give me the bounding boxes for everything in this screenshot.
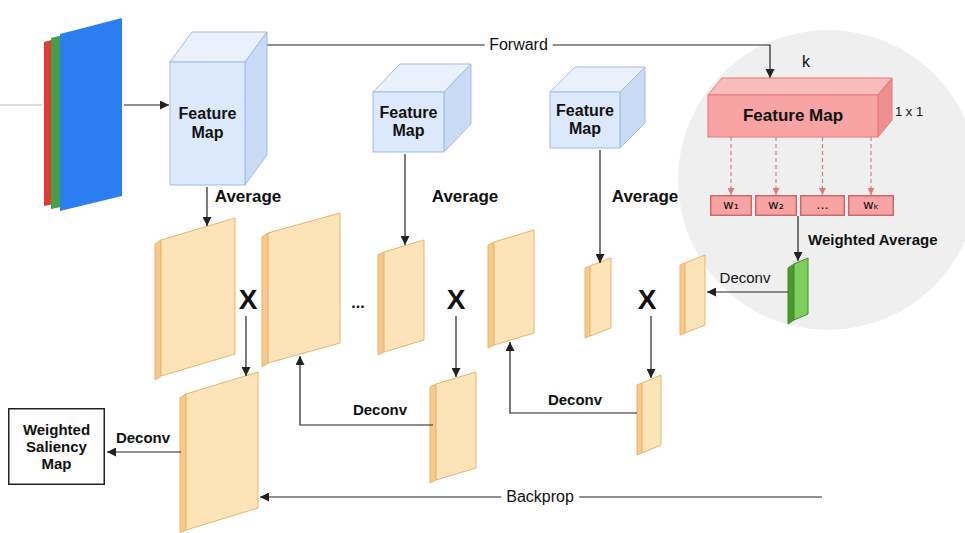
step-label: Average (612, 188, 678, 207)
orange-slabs (155, 213, 705, 533)
weight-box-outline (756, 196, 797, 216)
slab (186, 372, 258, 530)
weight-box-outline (801, 196, 845, 216)
weight-box: wₖ (848, 195, 894, 216)
step-label: Deconv (353, 402, 407, 419)
input-line (0, 104, 42, 105)
arrow (599, 150, 600, 263)
dimension-label: 1 x 1 (895, 105, 923, 119)
node-text: ... (803, 198, 842, 213)
dashed-connector (775, 137, 776, 195)
feature-map-cube: Feature Map (373, 64, 471, 152)
slab-side (637, 383, 642, 455)
slab (384, 240, 424, 352)
arrow (107, 451, 181, 452)
feature-map-cube: Feature Map (550, 67, 645, 148)
slab-side (262, 233, 268, 367)
green-slab (794, 258, 808, 320)
slab-side (430, 384, 436, 483)
slab-side (180, 394, 186, 533)
node-label: w₁ (713, 198, 749, 213)
node-label: Feature Map (714, 106, 872, 126)
slab-side (378, 252, 384, 355)
dashed-connector (870, 137, 871, 195)
slab (436, 372, 476, 480)
feature-map-cube: Feature Map (170, 32, 267, 185)
node-text: Feature Map (176, 105, 239, 142)
weight-box: ... (800, 195, 845, 216)
step-label: Backprop (501, 488, 579, 506)
node-text: wₖ (851, 198, 891, 213)
green-slab-side (788, 264, 794, 324)
step-label: Deconv (548, 392, 602, 409)
weight-box-outline (849, 196, 894, 216)
cube-side (620, 67, 645, 148)
cube-side (245, 32, 267, 185)
node-text: Feature Map (714, 106, 872, 126)
step-label: Deconv (116, 430, 170, 447)
arrow (404, 154, 405, 245)
dashed-connector (730, 137, 731, 195)
node-label: ... (803, 198, 842, 213)
ellipsis: ... (351, 294, 364, 312)
arrows (107, 150, 822, 497)
arrow (124, 104, 169, 105)
cube-side (444, 64, 471, 152)
feature-map-cube: Feature Map (708, 78, 892, 137)
step-label: Average (215, 188, 281, 207)
weight-box: w₂ (755, 195, 797, 216)
node-text: Feature Map (556, 102, 614, 139)
slab-side (585, 266, 590, 338)
step-label: Weighted Average (808, 232, 937, 249)
slab (642, 375, 661, 453)
dashed-connector (822, 137, 823, 195)
slab (268, 213, 340, 363)
output-box: Weighted Saliency Map (8, 408, 105, 485)
multiply-sign: X (239, 285, 258, 316)
step-label: Deconv (720, 270, 771, 287)
dimension-label: k (802, 53, 810, 71)
node-text: w₁ (713, 198, 749, 213)
slab (590, 258, 611, 336)
cube-side (878, 78, 892, 137)
slab (161, 218, 235, 376)
blue-channel (60, 18, 122, 211)
weight-box-outline (711, 196, 752, 216)
step-label: Average (432, 188, 498, 207)
cube-front (373, 92, 444, 152)
node-label: w₂ (758, 198, 794, 213)
arrow (245, 316, 246, 376)
multiply-sign: X (447, 285, 466, 316)
edge-label: Forward (484, 36, 553, 54)
weight-box: w₁ (710, 195, 752, 216)
arrow (300, 356, 433, 425)
arrow (650, 316, 651, 378)
arrow (510, 342, 637, 413)
slab-side (680, 263, 685, 335)
cube-top (708, 78, 892, 95)
arrow (797, 216, 798, 261)
slab-side (155, 240, 161, 380)
slab-side (488, 242, 494, 348)
node-text: Feature Map (379, 104, 438, 141)
cube-front (170, 62, 245, 185)
slab (685, 255, 705, 333)
multiply-sign: X (638, 285, 657, 316)
node-text: Weighted Saliency Map (14, 421, 99, 473)
node-label: Weighted Saliency Map (14, 421, 99, 473)
node-label: wₖ (851, 198, 891, 213)
cube-front (550, 92, 620, 148)
node-label: Feature Map (379, 104, 438, 141)
node-text: w₂ (758, 198, 794, 213)
node-label: Feature Map (556, 102, 614, 139)
zoom-circle (678, 30, 965, 330)
node-label: Feature Map (176, 105, 239, 142)
arrow (206, 187, 207, 226)
output-box-outline (9, 409, 105, 485)
arrow (707, 291, 788, 292)
arrow (455, 316, 456, 377)
cube-front (708, 95, 878, 137)
slab (494, 230, 534, 345)
